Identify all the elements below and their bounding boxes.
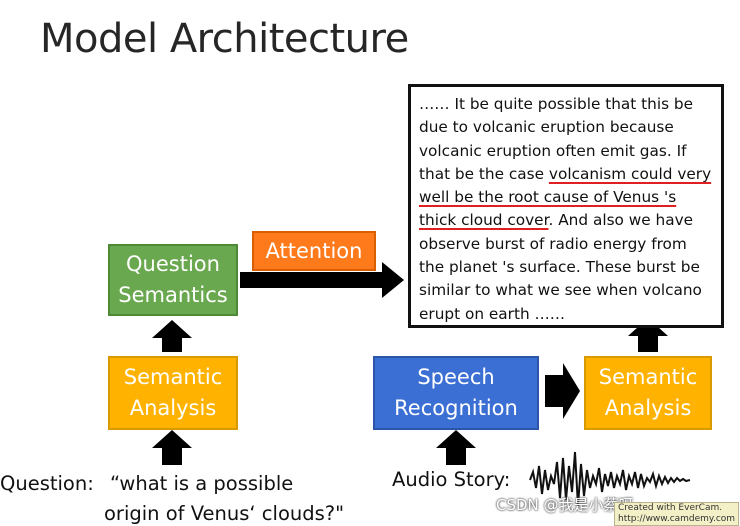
transcript-part2: . And also we have observe burst of radi…: [419, 211, 702, 323]
semantic-analysis-right-box: Semantic Analysis: [584, 356, 712, 430]
up-arrow-to-story: [628, 318, 668, 352]
question-semantics-box: Question Semantics: [108, 244, 238, 316]
question-text-line1: “what is a possible: [110, 472, 294, 495]
up-arrow-to-semantic-analysis-left: [152, 430, 192, 465]
evercam-line1: Created with EverCam.: [618, 503, 723, 513]
evercam-line2: http://www.camdemy.com: [618, 514, 736, 524]
question-label: Question:: [0, 472, 94, 495]
transcript-text: …… It be quite possible that this be due…: [419, 93, 715, 326]
attention-arrow: [240, 262, 404, 298]
transcript-underlined: volcanism could very well be the root ca…: [419, 164, 712, 230]
audio-story-label: Audio Story:: [392, 468, 511, 491]
page-title: Model Architecture: [40, 16, 409, 62]
up-arrow-to-speech-recognition: [436, 430, 476, 465]
semantic-analysis-left-box: Semantic Analysis: [108, 356, 238, 430]
up-arrow-to-question-semantics: [152, 320, 192, 352]
question-text-line2: origin of Venus‘ clouds?": [104, 502, 345, 525]
audio-story-transcript: …… It be quite possible that this be due…: [408, 84, 724, 328]
speech-recognition-box: Speech Recognition: [373, 356, 539, 430]
attention-box: Attention: [252, 231, 376, 271]
transcript-part1: …… It be quite possible that this be due…: [419, 95, 694, 183]
audio-waveform-icon: [529, 451, 691, 507]
right-arrow-to-semantic-analysis-right: [545, 363, 580, 419]
evercam-badge: Created with EverCam. http://www.camdemy…: [614, 502, 740, 526]
